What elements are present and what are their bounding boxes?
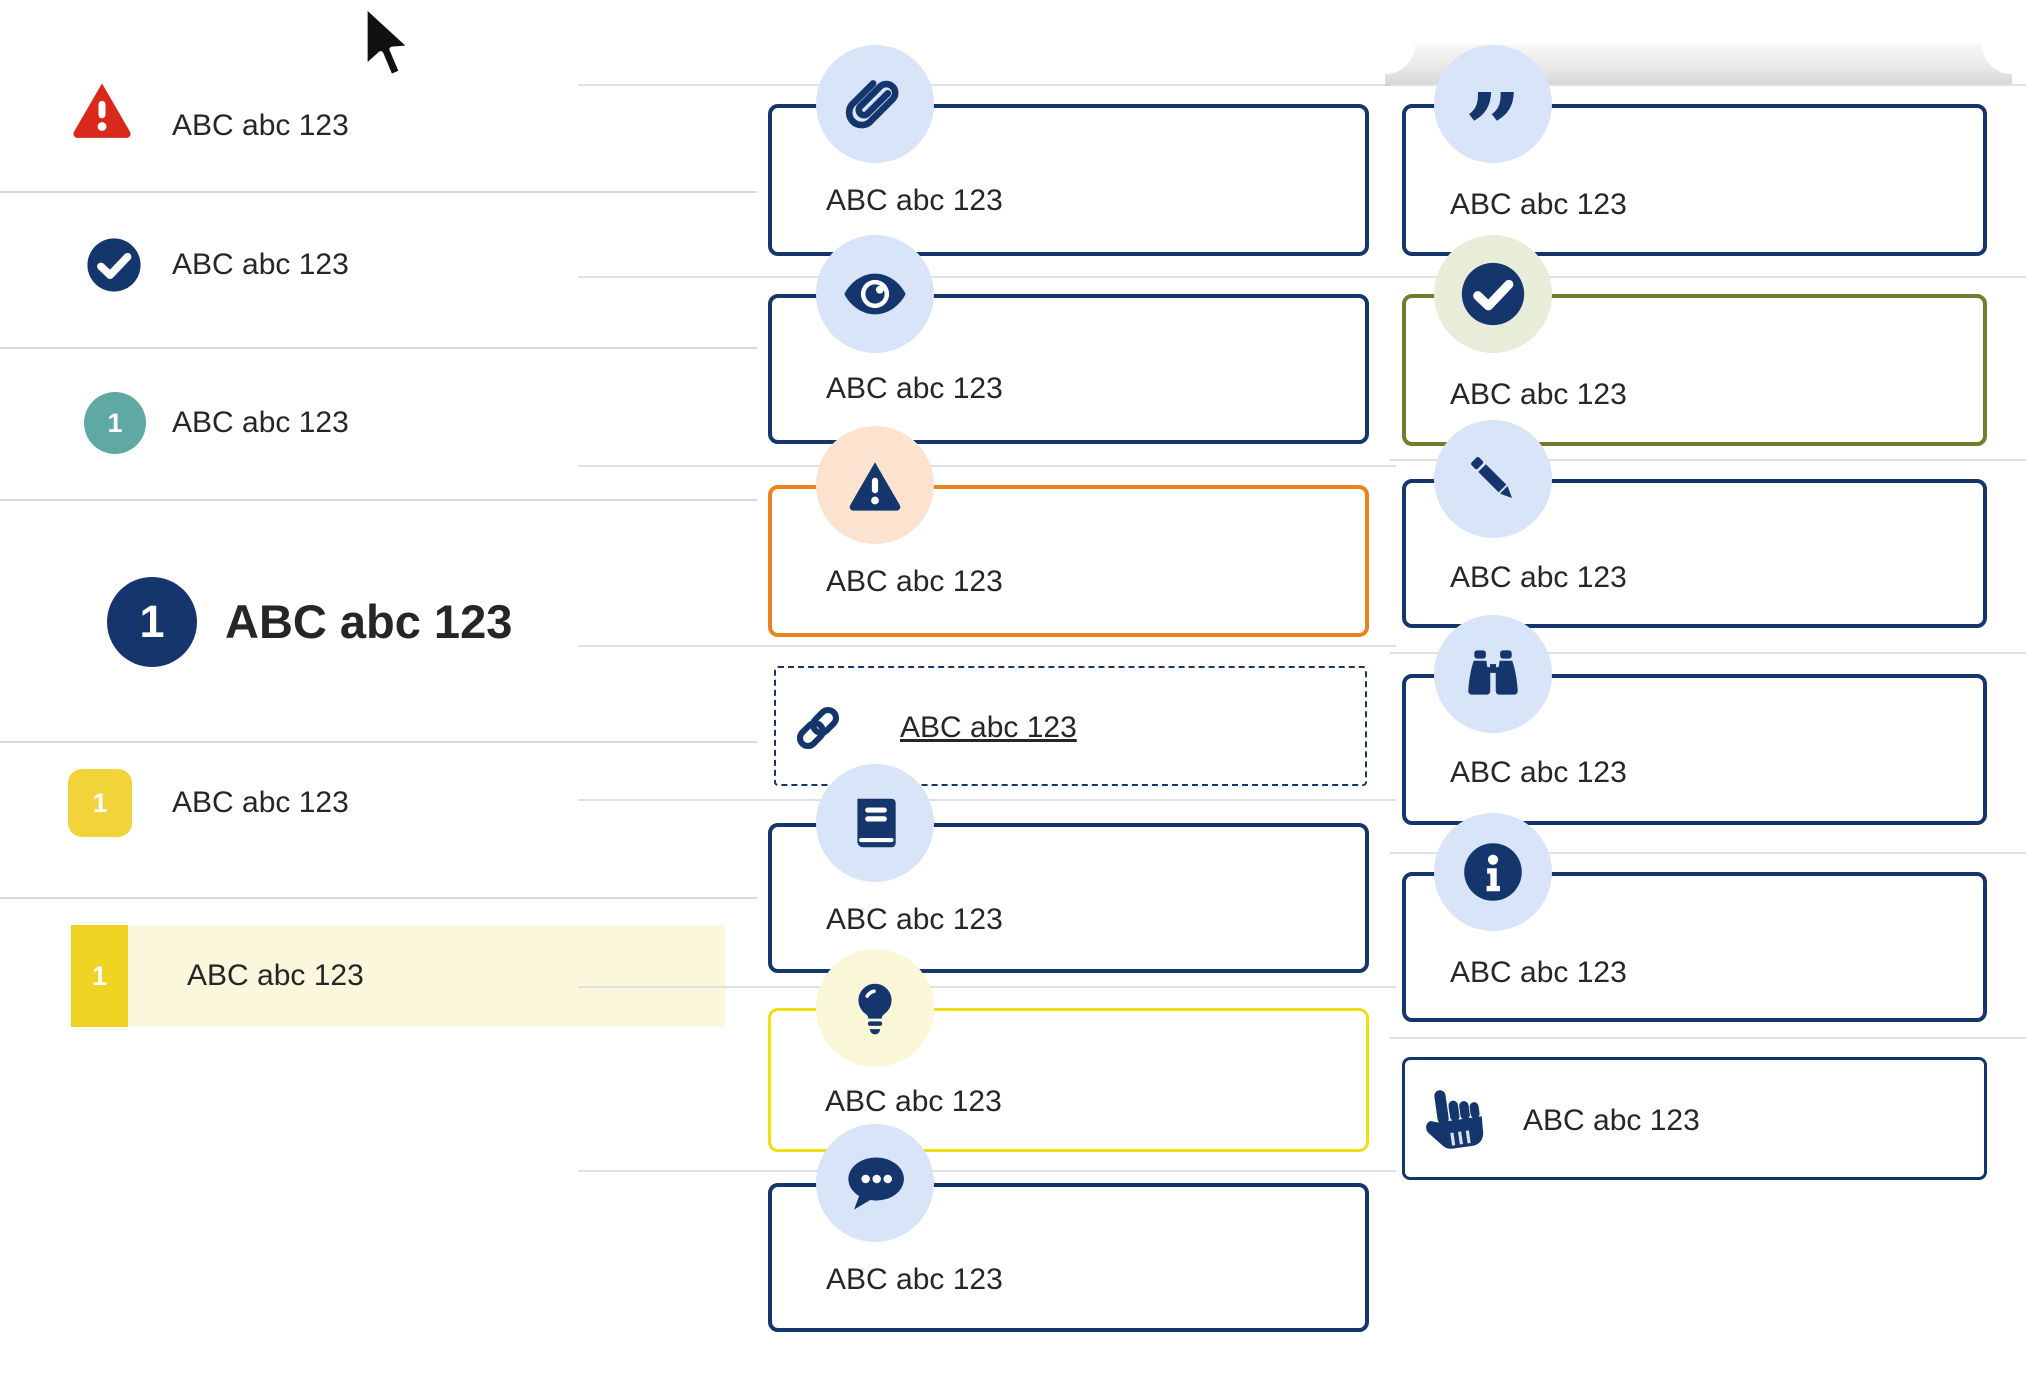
callout-box-quote: ABC abc 123 — [1402, 104, 1987, 256]
callout-box-edit: ABC abc 123 — [1402, 479, 1987, 628]
icon-circle — [816, 45, 934, 163]
row-divider — [1390, 852, 2026, 854]
callout-label: ABC abc 123 — [1450, 378, 1627, 411]
callout-label: ABC abc 123 — [826, 903, 1003, 936]
callout-label: ABC abc 123 — [1450, 561, 1627, 594]
callout-label: ABC abc 123 — [1450, 756, 1627, 789]
callout-label: ABC abc 123 — [1523, 1104, 1700, 1137]
list-item-heading: ABC abc 123 — [225, 595, 513, 648]
link-icon — [796, 706, 840, 750]
numbered-badge: 1 — [71, 925, 128, 1027]
icon-circle — [816, 764, 934, 882]
callout-box-explore: ABC abc 123 — [1402, 674, 1987, 825]
list-item-label: ABC abc 123 — [172, 406, 349, 439]
pencil-icon — [1471, 457, 1512, 498]
book-icon — [857, 798, 896, 848]
icon-circle — [816, 1124, 934, 1242]
check-circle-icon — [1461, 262, 1525, 326]
callout-label: ABC abc 123 — [1450, 956, 1627, 989]
mouse-cursor-icon — [362, 2, 415, 80]
divider — [0, 347, 757, 349]
row-divider — [578, 799, 1396, 801]
highlight-background — [128, 925, 725, 1027]
callout-box-action: ABC abc 123 — [1402, 1057, 1987, 1180]
list-item-label: ABC abc 123 — [187, 959, 364, 992]
check-circle-icon — [87, 238, 141, 292]
hand-pointer-icon — [1426, 1090, 1484, 1149]
callout-label: ABC abc 123 — [826, 1263, 1003, 1296]
callout-label: ABC abc 123 — [826, 372, 1003, 405]
icon-circle — [1434, 420, 1552, 538]
row-divider — [1390, 84, 2026, 86]
row-divider — [578, 84, 1396, 86]
row-divider — [578, 276, 1396, 278]
callout-label: ABC abc 123 — [825, 1085, 1002, 1118]
callout-box-reference: ABC abc 123 — [768, 823, 1369, 973]
divider — [0, 191, 757, 193]
callout-label: ABC abc 123 — [826, 184, 1003, 217]
warning-triangle-icon — [73, 83, 131, 138]
icon-circle — [816, 235, 934, 353]
binoculars-icon — [1468, 650, 1518, 695]
icon-circle: ” — [1434, 45, 1552, 180]
row-divider — [1390, 276, 2026, 278]
row-divider — [578, 465, 1396, 467]
divider — [0, 897, 757, 899]
eye-icon — [844, 273, 906, 315]
numbered-badge: 1 — [84, 392, 146, 454]
callout-link-label[interactable]: ABC abc 123 — [900, 711, 1077, 744]
divider — [0, 499, 757, 501]
row-divider — [1390, 459, 2026, 461]
list-item-label: ABC abc 123 — [172, 786, 349, 819]
numbered-badge: 1 — [107, 577, 197, 667]
warning-triangle-icon — [849, 462, 901, 511]
icon-circle — [816, 949, 934, 1067]
row-divider — [578, 986, 1396, 988]
icon-circle — [816, 426, 934, 544]
list-item-label: ABC abc 123 — [172, 248, 349, 281]
row-divider — [578, 1170, 1396, 1172]
info-icon — [1464, 843, 1522, 901]
numbered-badge: 1 — [68, 769, 132, 837]
paperclip-icon — [845, 80, 899, 129]
icon-circle — [1434, 813, 1552, 931]
row-divider — [1390, 1037, 2026, 1039]
chat-icon — [848, 1157, 904, 1210]
callout-label: ABC abc 123 — [826, 565, 1003, 598]
divider — [0, 741, 757, 743]
callout-box-warning: ABC abc 123 — [768, 485, 1369, 637]
row-divider — [578, 645, 1396, 647]
icon-circle — [1434, 615, 1552, 733]
lightbulb-icon — [858, 983, 892, 1035]
list-item-label: ABC abc 123 — [172, 109, 349, 142]
callout-label: ABC abc 123 — [1450, 188, 1627, 221]
icon-circle — [1434, 235, 1552, 353]
row-divider — [1390, 652, 2026, 654]
